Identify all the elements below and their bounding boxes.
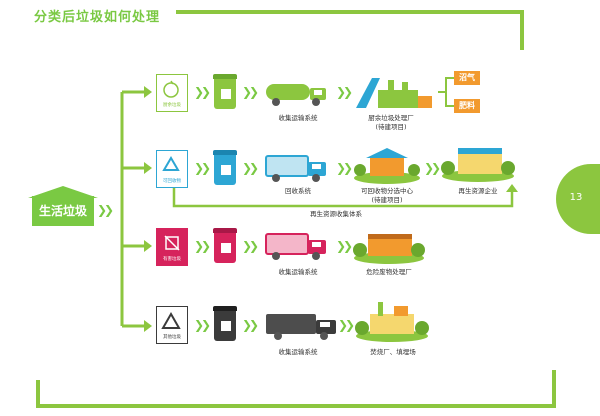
page-title: 分类后垃圾如何处理 <box>34 10 161 25</box>
sign-other-label: 其他垃圾 <box>163 335 181 340</box>
branch-other-arrow <box>144 320 152 332</box>
chevron-icon: ❯❯ <box>242 318 259 332</box>
hazard-icon <box>164 235 180 251</box>
sign-other: 其他垃圾 <box>156 306 188 344</box>
frame-bottom-border <box>36 404 556 408</box>
output-fertilizer-tag: 肥料 <box>454 99 480 113</box>
output-biogas-tag: 沼气 <box>454 71 480 85</box>
branch-kitchen-arrow <box>144 86 152 98</box>
chevron-icon: ❯❯ <box>424 161 441 175</box>
bin-hazardous <box>213 228 237 263</box>
chevron-icon: ❯❯ <box>242 85 259 99</box>
frame-right-border <box>520 10 524 50</box>
page-number: 13 <box>569 192 583 203</box>
chevron-icon: ❯❯ <box>242 161 259 175</box>
frame-bottom-right-border <box>552 370 556 408</box>
bin-recyclable <box>213 150 237 185</box>
frame-bottom-left-border <box>36 380 40 408</box>
chevron-icon: ❯❯ <box>194 318 211 332</box>
sign-recyclable-label: 可回收物 <box>163 179 181 184</box>
bin-other <box>213 306 237 341</box>
facility-label-kitchen: 厨余垃圾处理厂 (待建项目) <box>368 114 414 131</box>
hazardous-plant-icon <box>353 234 425 264</box>
recycle-loop-line <box>172 186 514 208</box>
root-chevron-icon: ❯❯ <box>97 203 114 217</box>
recycling-enterprise-icon <box>441 148 515 182</box>
frame-top-border <box>176 10 524 14</box>
incinerator-plant-icon <box>355 302 429 342</box>
triangle-icon <box>161 311 181 329</box>
sorting-center-icon <box>354 148 420 184</box>
transport-label-recyclable: 回收系统 <box>285 187 311 195</box>
recycling-truck-icon <box>265 155 326 182</box>
chevron-icon: ❯❯ <box>194 161 211 175</box>
apple-icon <box>163 80 179 98</box>
chevron-icon: ❯❯ <box>242 239 259 253</box>
sign-kitchen-label: 厨余垃圾 <box>163 103 181 108</box>
facility-label-hazardous: 危险废物处理厂 <box>366 268 412 276</box>
facility-label-other: 焚烧厂、填埋场 <box>370 348 416 356</box>
tanker-truck-icon <box>266 84 326 106</box>
chevron-icon: ❯❯ <box>336 239 353 253</box>
chevron-icon: ❯❯ <box>336 85 353 99</box>
recycle-icon <box>162 156 180 171</box>
sign-hazardous-label: 有害垃圾 <box>163 257 181 262</box>
recycle-loop-arrow <box>506 184 518 192</box>
output-bracket <box>438 77 454 107</box>
transport-label-other: 收集运输系统 <box>278 348 318 356</box>
chevron-icon: ❯❯ <box>194 239 211 253</box>
branch-hazardous-arrow <box>144 240 152 252</box>
facility-label-recyclable: 可回收物分选中心 (待建项目) <box>361 187 413 204</box>
sign-recyclable: 可回收物 <box>156 150 188 188</box>
sign-hazardous: 有害垃圾 <box>156 228 188 266</box>
chevron-icon: ❯❯ <box>338 318 355 332</box>
chevron-icon: ❯❯ <box>194 85 211 99</box>
recycle-loop-label: 再生资源收集体系 <box>310 210 362 218</box>
chevron-icon: ❯❯ <box>336 161 353 175</box>
sign-kitchen: 厨余垃圾 <box>156 74 188 112</box>
root-node: 生活垃圾 <box>32 196 94 226</box>
branch-recyclable-arrow <box>144 162 152 174</box>
root-node-roof <box>28 186 98 198</box>
transport-label-kitchen: 收集运输系统 <box>278 114 318 122</box>
hazard-truck-icon <box>265 233 326 260</box>
compactor-truck-icon <box>266 314 336 340</box>
kitchen-plant-icon <box>356 78 432 108</box>
enterprise-label-recyclable: 再生资源企业 <box>458 187 498 195</box>
bin-kitchen <box>213 74 237 109</box>
transport-label-hazardous: 收集运输系统 <box>278 268 318 276</box>
